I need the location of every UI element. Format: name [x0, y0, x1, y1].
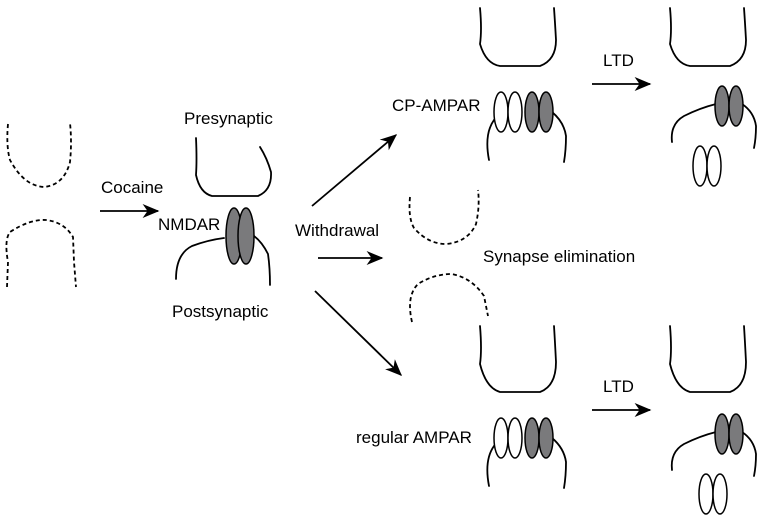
- ltd-bottom-internalized-receptor-2: [712, 473, 728, 515]
- regular-ampar-label: regular AMPAR: [356, 428, 472, 447]
- regular-ampar-nmdar-2: [538, 417, 554, 459]
- ltd-top-presynaptic-terminal: [669, 7, 747, 67]
- regular-ampar-presynaptic-terminal: [479, 325, 557, 393]
- presynaptic-label: Presynaptic: [184, 109, 273, 128]
- ltd-bottom-label: LTD: [603, 377, 634, 396]
- postsynaptic-label: Postsynaptic: [172, 302, 269, 321]
- ltd-top-label: LTD: [603, 51, 634, 70]
- cp-ampar-label: CP-AMPAR: [392, 96, 480, 115]
- postsynaptic-spine: [175, 235, 271, 286]
- initial-silent-synapse: [5, 122, 77, 288]
- cocaine-label: Cocaine: [101, 178, 163, 197]
- presynaptic-terminal: [195, 137, 272, 197]
- regular-ampar-receptor-2: [507, 417, 523, 459]
- ltd-bottom-postsynaptic-spine: [670, 431, 757, 477]
- ltd-bottom-nmdar-2: [728, 413, 744, 455]
- regular-ampar-nmdar-1: [524, 417, 540, 459]
- regular-ampar-receptor-1: [493, 417, 509, 459]
- cp-ampar-nmdar-1: [524, 91, 540, 133]
- cp-ampar-presynaptic-terminal: [479, 7, 557, 67]
- cp-ampar-synapse: CP-AMPAR: [392, 7, 567, 163]
- initial-presynaptic-terminal: [6, 122, 72, 188]
- withdrawal-arrow-up: [311, 134, 398, 207]
- cp-ampar-receptor-1: [493, 91, 509, 133]
- cp-ampar-nmdar-2: [538, 91, 554, 133]
- regular-ampar-synapse: regular AMPAR: [356, 325, 567, 489]
- eliminated-presynaptic-terminal: [408, 189, 480, 245]
- nmdar-synapse: Presynaptic NMDAR Postsynaptic: [158, 109, 273, 321]
- regular-ampar-post-ltd-synapse: [669, 325, 757, 515]
- withdrawal-arrow-down: [314, 290, 403, 376]
- eliminated-synapse: Synapse elimination: [408, 189, 635, 323]
- eliminated-postsynaptic-spine: [409, 273, 489, 323]
- ltd-bottom-presynaptic-terminal: [669, 325, 747, 393]
- synapse-elimination-label: Synapse elimination: [483, 247, 635, 266]
- nmdar-label: NMDAR: [158, 215, 220, 234]
- ltd-top-internalized-receptor-1: [692, 145, 708, 187]
- cp-ampar-post-ltd-synapse: [669, 7, 757, 187]
- ltd-top-internalized-receptor-2: [706, 145, 722, 187]
- ltd-bottom-internalized-receptor-1: [698, 473, 714, 515]
- cp-ampar-receptor-2: [507, 91, 523, 133]
- ltd-top-nmdar-1: [714, 85, 730, 127]
- ltd-top-postsynaptic-spine: [670, 103, 757, 149]
- ltd-top-nmdar-2: [728, 85, 744, 127]
- initial-postsynaptic-spine: [5, 219, 77, 288]
- ltd-bottom-nmdar-1: [714, 413, 730, 455]
- withdrawal-label: Withdrawal: [295, 221, 379, 240]
- nmdar-receptor-2: [237, 207, 255, 265]
